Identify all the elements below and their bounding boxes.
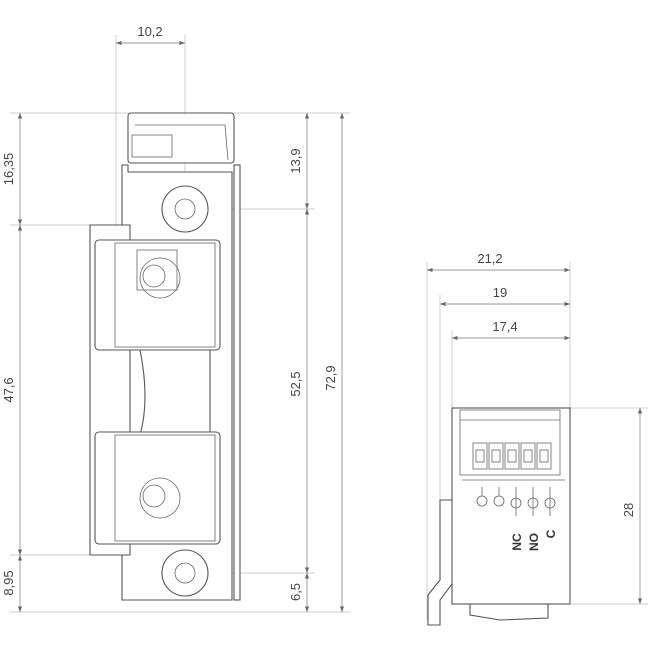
label-c: C (544, 529, 558, 538)
side-view-module: NC NO C (427, 407, 571, 626)
latch-center (139, 349, 211, 436)
upper-latch (94, 239, 221, 351)
terminal-block (459, 409, 561, 476)
lower-latch (94, 431, 221, 545)
torx-screw-icon (174, 562, 196, 584)
dim-side-height: 28 (621, 503, 636, 517)
dim-front-width: 10,2 (137, 24, 162, 39)
module-housing (451, 407, 571, 605)
side-rail (233, 164, 241, 601)
mounting-clip (427, 499, 456, 626)
extension-lines (10, 35, 648, 620)
terminal-screws (472, 442, 552, 470)
torx-screw-icon (174, 198, 196, 220)
dim-side-depth-17: 17,4 (492, 319, 517, 334)
front-view-strike (89, 112, 241, 601)
dim-side-depth-19: 19 (493, 285, 507, 300)
dim-bottom-offset: 8,95 (1, 570, 16, 595)
dim-total-height: 72,9 (323, 365, 338, 390)
top-screw-head (161, 185, 209, 233)
dim-screw-top: 13,9 (288, 148, 303, 173)
torx-screw-icon (142, 484, 166, 508)
dim-screw-bottom: 6,5 (288, 583, 303, 601)
label-nc: NC (510, 533, 524, 551)
label-no: NO (527, 533, 541, 551)
dim-side-total-depth: 21,2 (477, 251, 502, 266)
dim-screw-span: 52,5 (288, 371, 303, 396)
dimension-lines (17, 40, 643, 612)
torx-screw-icon (142, 264, 166, 288)
contact-pins (476, 487, 556, 516)
dim-top-offset: 16,35 (1, 153, 16, 186)
top-cap (127, 112, 235, 164)
dim-middle-height: 47,6 (1, 377, 16, 402)
bottom-screw-head (161, 549, 209, 597)
